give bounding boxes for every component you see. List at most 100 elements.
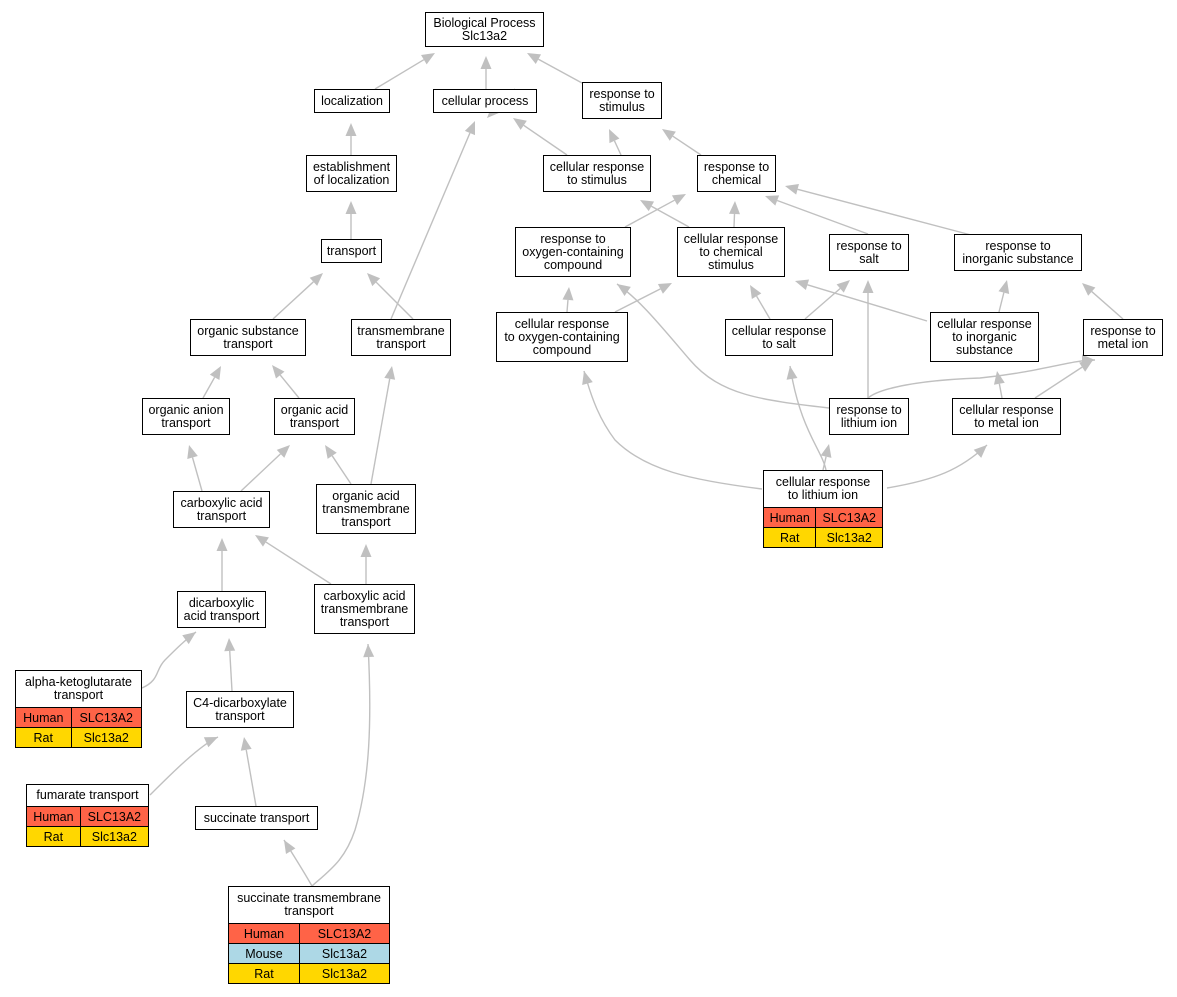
edge-arrowhead-30 xyxy=(276,445,290,458)
node-title: alpha-ketoglutarate transport xyxy=(15,670,142,708)
edge-line-25 xyxy=(279,374,300,399)
edge-line-2 xyxy=(538,58,583,84)
gene-cell: SLC13A2 xyxy=(815,507,883,528)
species-cell: Rat xyxy=(228,963,300,984)
edge-line-14 xyxy=(566,299,569,313)
gene-cell: SLC13A2 xyxy=(298,923,391,944)
node-carboxylic-acid-transmembrane-transport[interactable]: carboxylic acid transmembrane transport xyxy=(314,584,415,634)
edge-line-24 xyxy=(202,376,216,399)
edge-arrowhead-12 xyxy=(785,183,799,195)
node-organic-substance-transport[interactable]: organic substance transport xyxy=(190,319,306,356)
node-response-to-metal-ion[interactable]: response to metal ion xyxy=(1083,319,1163,356)
edge-arrowhead-34 xyxy=(255,535,269,547)
edge-line-23 xyxy=(375,281,414,320)
gene-cell: Slc13a2 xyxy=(70,727,143,748)
node-response-to-chemical[interactable]: response to chemical xyxy=(697,155,776,192)
edge-line-37 xyxy=(245,749,257,807)
edge-arrowhead-25 xyxy=(272,365,285,379)
node-response-to-lithium-ion[interactable]: response to lithium ion xyxy=(829,398,909,435)
edge-arrowhead-27 xyxy=(993,371,1005,385)
node-response-to-salt[interactable]: response to salt xyxy=(829,234,909,271)
edge-line-16 xyxy=(755,295,771,320)
edge-arrowhead-3 xyxy=(345,123,357,136)
edge-arrowhead-32 xyxy=(384,366,396,380)
node-c4-dicarboxylate-transport[interactable]: C4-dicarboxylate transport xyxy=(186,691,294,728)
species-cell: Human xyxy=(762,507,817,528)
edge-arrowhead-20 xyxy=(998,280,1010,294)
edge-line-32 xyxy=(370,378,391,485)
gene-cell: Slc13a2 xyxy=(79,826,150,847)
species-cell: Mouse xyxy=(228,943,300,964)
node-organic-acid-transmembrane-transport[interactable]: organic acid transmembrane transport xyxy=(316,484,416,534)
node-transmembrane-transport[interactable]: transmembrane transport xyxy=(351,319,451,356)
node-dicarboxylic-acid-transport[interactable]: dicarboxylic acid transport xyxy=(177,591,266,628)
edge-line-22 xyxy=(272,281,314,320)
edge-line-20 xyxy=(998,292,1005,313)
node-cellular-response-to-salt[interactable]: cellular response to salt xyxy=(725,319,833,356)
edge-arrowhead-c0 xyxy=(582,371,593,385)
node-establishment-of-localization[interactable]: establishment of localization xyxy=(306,155,397,192)
node-organic-acid-transport[interactable]: organic acid transport xyxy=(274,398,355,435)
edge-arrowhead-31 xyxy=(325,445,337,459)
node-cellular-response-to-chemical-stimulus[interactable]: cellular response to chemical stimulus xyxy=(677,227,785,277)
edge-curve-4 xyxy=(616,283,830,409)
node-cellular-response-to-stimulus[interactable]: cellular response to stimulus xyxy=(543,155,651,192)
species-cell: Rat xyxy=(26,826,81,847)
edge-line-11 xyxy=(624,199,675,228)
node-carboxylic-acid-transport[interactable]: carboxylic acid transport xyxy=(173,491,270,528)
edge-arrowhead-22 xyxy=(309,273,323,286)
node-transport[interactable]: transport xyxy=(321,239,382,263)
edge-arrowhead-37 xyxy=(240,737,252,751)
edge-line-31 xyxy=(331,455,352,485)
edge-line-17 xyxy=(807,284,928,322)
edge-arrowhead-18 xyxy=(836,280,850,293)
species-cell: Human xyxy=(26,806,81,827)
gene-cell: Slc13a2 xyxy=(298,943,391,964)
edge-arrowhead-24 xyxy=(209,366,221,381)
edge-arrowhead-c6 xyxy=(203,737,218,748)
gene-cell: SLC13A2 xyxy=(79,806,150,827)
edge-line-36 xyxy=(229,650,233,692)
edge-line-7 xyxy=(523,124,568,156)
node-response-to-stimulus[interactable]: response to stimulus xyxy=(582,82,662,119)
edge-arrowhead-21 xyxy=(1082,283,1096,296)
species-cell: Rat xyxy=(15,727,72,748)
edge-line-27 xyxy=(998,383,1003,399)
edge-arrowhead-c7 xyxy=(284,840,296,854)
edge-arrowhead-c5 xyxy=(182,632,196,645)
node-localization[interactable]: localization xyxy=(314,89,390,113)
edge-arrowhead-19 xyxy=(862,280,874,293)
node-cellular-response-to-oxygen-containing-compound[interactable]: cellular response to oxygen-containing c… xyxy=(496,312,628,362)
edge-line-5 xyxy=(613,140,622,156)
edge-arrowhead-29 xyxy=(187,445,198,460)
edge-arrowhead-11 xyxy=(671,194,686,206)
node-response-to-oxygen-containing-compound[interactable]: response to oxygen-containing compound xyxy=(515,227,631,277)
edge-line-12 xyxy=(797,188,972,236)
node-cellular-response-to-metal-ion[interactable]: cellular response to metal ion xyxy=(952,398,1061,435)
species-cell: Human xyxy=(15,707,72,728)
edge-arrowhead-c1 xyxy=(786,366,798,380)
edge-arrowhead-33 xyxy=(216,538,228,551)
edge-line-0 xyxy=(374,59,425,90)
edge-arrowhead-5 xyxy=(609,129,620,144)
node-cellular-response-to-inorganic-substance[interactable]: cellular response to inorganic substance xyxy=(930,312,1039,362)
edge-curve-2 xyxy=(886,444,988,489)
node-cellular-process[interactable]: cellular process xyxy=(433,89,537,113)
node-succinate-transport[interactable]: succinate transport xyxy=(195,806,318,830)
edge-arrowhead-36 xyxy=(224,638,236,652)
edge-line-34 xyxy=(265,541,332,585)
node-biological-process[interactable]: Biological Process Slc13a2 xyxy=(425,12,544,47)
node-response-to-inorganic-substance[interactable]: response to inorganic substance xyxy=(954,234,1082,271)
node-organic-anion-transport[interactable]: organic anion transport xyxy=(142,398,230,435)
edge-arrowhead-17 xyxy=(795,279,810,291)
edge-arrowhead-13 xyxy=(765,195,780,206)
edge-arrowhead-0 xyxy=(421,53,435,65)
edge-arrowhead-15 xyxy=(657,283,672,294)
edge-curve-3 xyxy=(867,359,1096,399)
edge-arrowhead-9 xyxy=(729,201,740,215)
